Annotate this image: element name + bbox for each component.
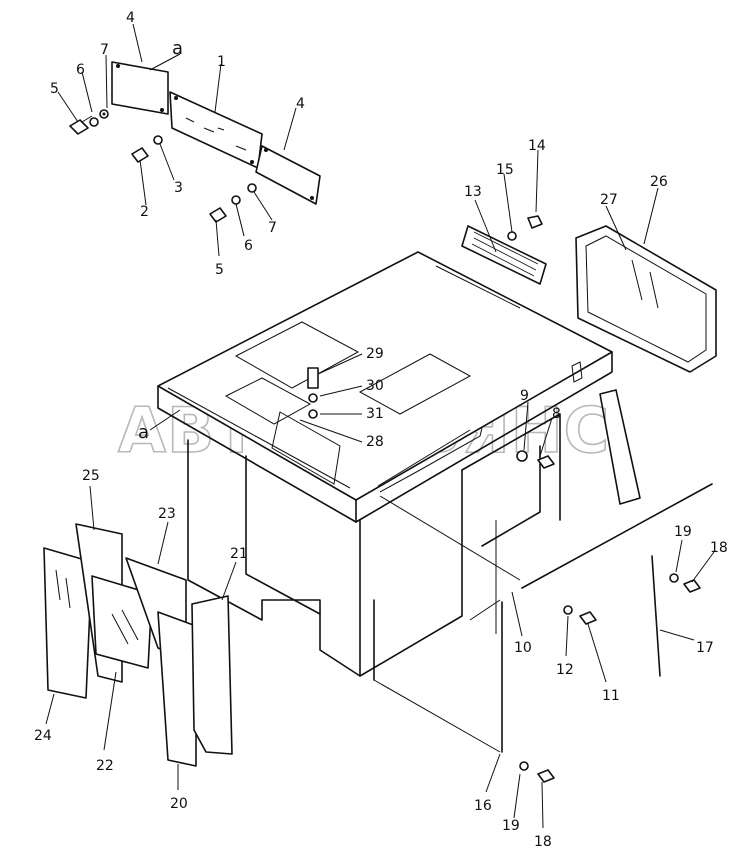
callout-29: 29 [366, 346, 384, 362]
door-window-22 [91, 575, 153, 669]
callout-3: 3 [174, 180, 183, 196]
callout-15: 15 [496, 162, 514, 178]
callout-6-lower: 6 [244, 238, 253, 254]
fastener-14 [507, 215, 543, 241]
callout-6-upper: 6 [76, 62, 85, 78]
leader-lines [45, 23, 715, 829]
callout-20: 20 [170, 796, 188, 812]
callout-18-upper: 18 [710, 540, 728, 556]
callout-17: 17 [696, 640, 714, 656]
bolt-2 [131, 135, 163, 163]
callout-28: 28 [366, 434, 384, 450]
callout-31: 31 [366, 406, 384, 422]
fastener-18-upper [669, 573, 701, 593]
door-window-24 [43, 547, 93, 699]
roof-vent [461, 225, 547, 285]
callout-13: 13 [464, 184, 482, 200]
callout-25: 25 [82, 468, 100, 484]
callout-16: 16 [474, 798, 492, 814]
door-window-21 [191, 595, 233, 755]
callout-27: 27 [600, 192, 618, 208]
callout-26: 26 [650, 174, 668, 190]
callout-18-lower: 18 [534, 834, 552, 850]
door-window-20 [157, 611, 197, 767]
fastener-11 [563, 605, 597, 625]
cover-plate-left [111, 61, 169, 115]
callout-22: 22 [96, 758, 114, 774]
cover-plate-right [255, 145, 321, 205]
callout-a-lower: a [138, 422, 149, 443]
callout-30: 30 [366, 378, 384, 394]
callout-5-upper: 5 [50, 81, 59, 97]
callout-7-lower: 7 [268, 220, 277, 236]
callout-19-lower: 19 [502, 818, 520, 834]
callout-4-right: 4 [296, 96, 305, 112]
callout-1: 1 [217, 54, 226, 70]
callout-2: 2 [140, 204, 149, 220]
callout-8: 8 [552, 406, 561, 422]
callout-12: 12 [556, 662, 574, 678]
callout-4-upper: 4 [126, 10, 135, 26]
cab-body [187, 361, 641, 681]
support-rods [373, 483, 713, 753]
callout-21: 21 [230, 546, 248, 562]
callout-7-upper: 7 [100, 42, 109, 58]
callout-labels: 4 a 7 6 5 1 4 3 2 7 6 5 14 15 13 26 27 2… [34, 10, 728, 850]
callout-14: 14 [528, 138, 546, 154]
bolt-5-lower [209, 183, 257, 223]
callout-a-upper: a [172, 38, 183, 59]
bolt-5-upper [69, 109, 109, 135]
fastener-18-lower [519, 761, 555, 783]
callout-23: 23 [158, 506, 176, 522]
fastener-8 [516, 450, 555, 469]
callout-11: 11 [602, 688, 620, 704]
rear-window-frame [575, 225, 717, 373]
cab-roof [157, 251, 613, 523]
callout-5-lower: 5 [215, 262, 224, 278]
fastener-29-bolt [307, 367, 319, 419]
callout-9: 9 [520, 388, 529, 404]
callout-24: 24 [34, 728, 52, 744]
callout-19-upper: 19 [674, 524, 692, 540]
callout-10: 10 [514, 640, 532, 656]
